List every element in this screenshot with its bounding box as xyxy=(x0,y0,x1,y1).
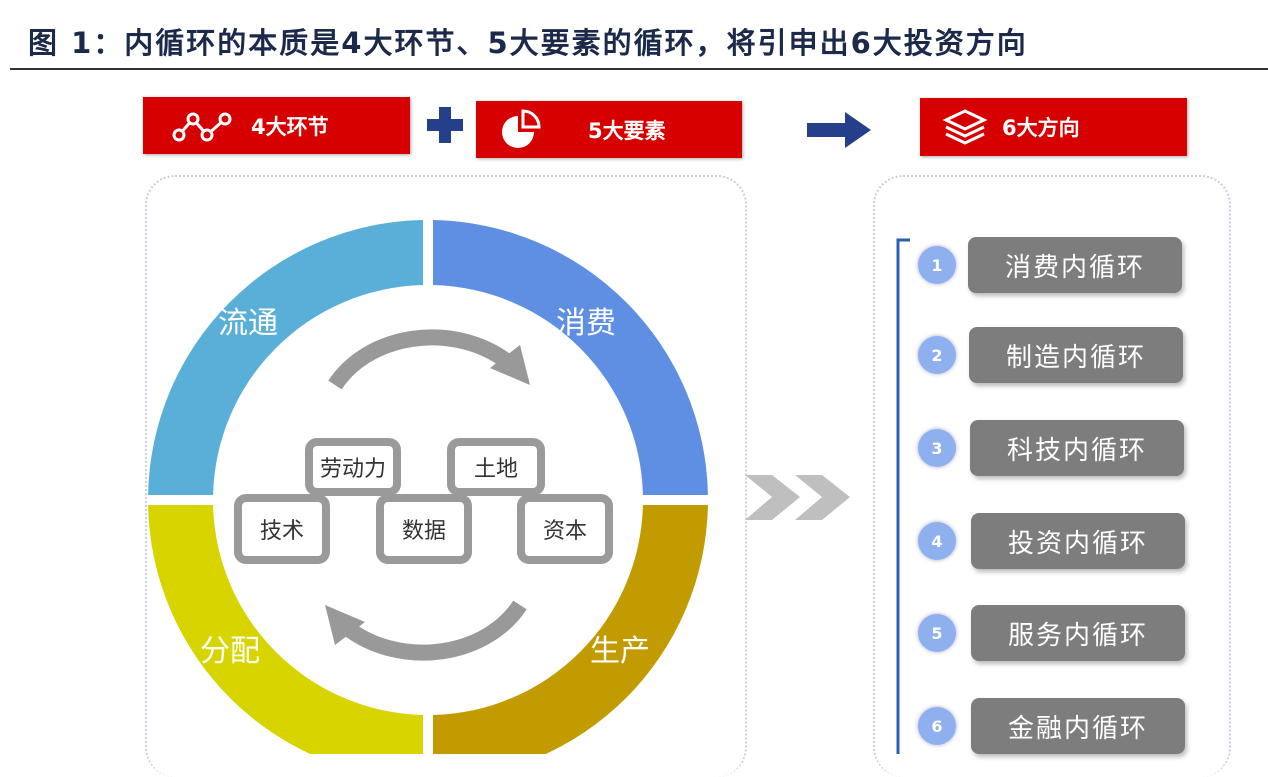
left-panel xyxy=(145,175,747,777)
direction-number: 5 xyxy=(918,614,956,652)
header-6-directions: 6大方向 xyxy=(920,98,1187,156)
header-4-links: 4大环节 xyxy=(143,97,410,154)
header-links-label: 4大环节 xyxy=(251,114,329,139)
ring-segment-consumption xyxy=(432,220,708,496)
right-panel xyxy=(873,175,1231,777)
ring-segment-production xyxy=(433,505,708,754)
ring-label-circulation: 流通 xyxy=(218,306,278,341)
factor-capital: 资本 xyxy=(517,494,613,564)
direction-item: 投资内循环 xyxy=(971,513,1185,569)
top-cycle-arrow xyxy=(328,329,510,390)
layers-icon xyxy=(942,109,988,145)
bottom-cycle-arrow xyxy=(345,600,527,661)
direction-item: 科技内循环 xyxy=(970,420,1184,476)
direction-number: 1 xyxy=(918,246,956,284)
directions-bracket xyxy=(896,238,910,754)
cycle-ring xyxy=(148,220,910,754)
ring-label-distribution: 分配 xyxy=(200,634,260,669)
title-divider xyxy=(10,68,1268,70)
line-chart-icon xyxy=(172,112,232,141)
direction-number: 2 xyxy=(918,336,956,374)
direction-item: 制造内循环 xyxy=(969,327,1183,383)
direction-item: 服务内循环 xyxy=(971,605,1185,661)
direction-item: 金融内循环 xyxy=(971,698,1185,754)
header-elements-label: 5大要素 xyxy=(588,118,666,143)
ring-label-consumption: 消费 xyxy=(556,306,616,341)
top-arrowhead xyxy=(490,345,530,385)
chevron-arrows-icon xyxy=(745,475,850,520)
direction-number: 3 xyxy=(918,429,956,467)
figure-title: 图 1：内循环的本质是4大环节、5大要素的循环，将引申出6大投资方向 xyxy=(28,26,1028,60)
direction-number: 6 xyxy=(918,707,956,745)
ring-label-production: 生产 xyxy=(590,634,650,669)
factor-data: 数据 xyxy=(376,494,472,564)
header-directions-label: 6大方向 xyxy=(1002,116,1080,140)
factor-technology: 技术 xyxy=(234,494,330,564)
direction-number: 4 xyxy=(918,522,956,560)
pie-chart-icon xyxy=(502,108,541,148)
direction-item: 消费内循环 xyxy=(968,237,1182,293)
bottom-arrowhead xyxy=(325,605,365,645)
ring-segment-distribution xyxy=(148,505,423,754)
factor-labor: 劳动力 xyxy=(305,438,401,496)
header-5-elements: 5大要素 xyxy=(476,101,742,158)
ring-segment-circulation xyxy=(148,220,424,496)
right-arrow-icon xyxy=(807,112,871,148)
factor-land: 土地 xyxy=(447,438,545,496)
plus-icon xyxy=(427,107,463,143)
